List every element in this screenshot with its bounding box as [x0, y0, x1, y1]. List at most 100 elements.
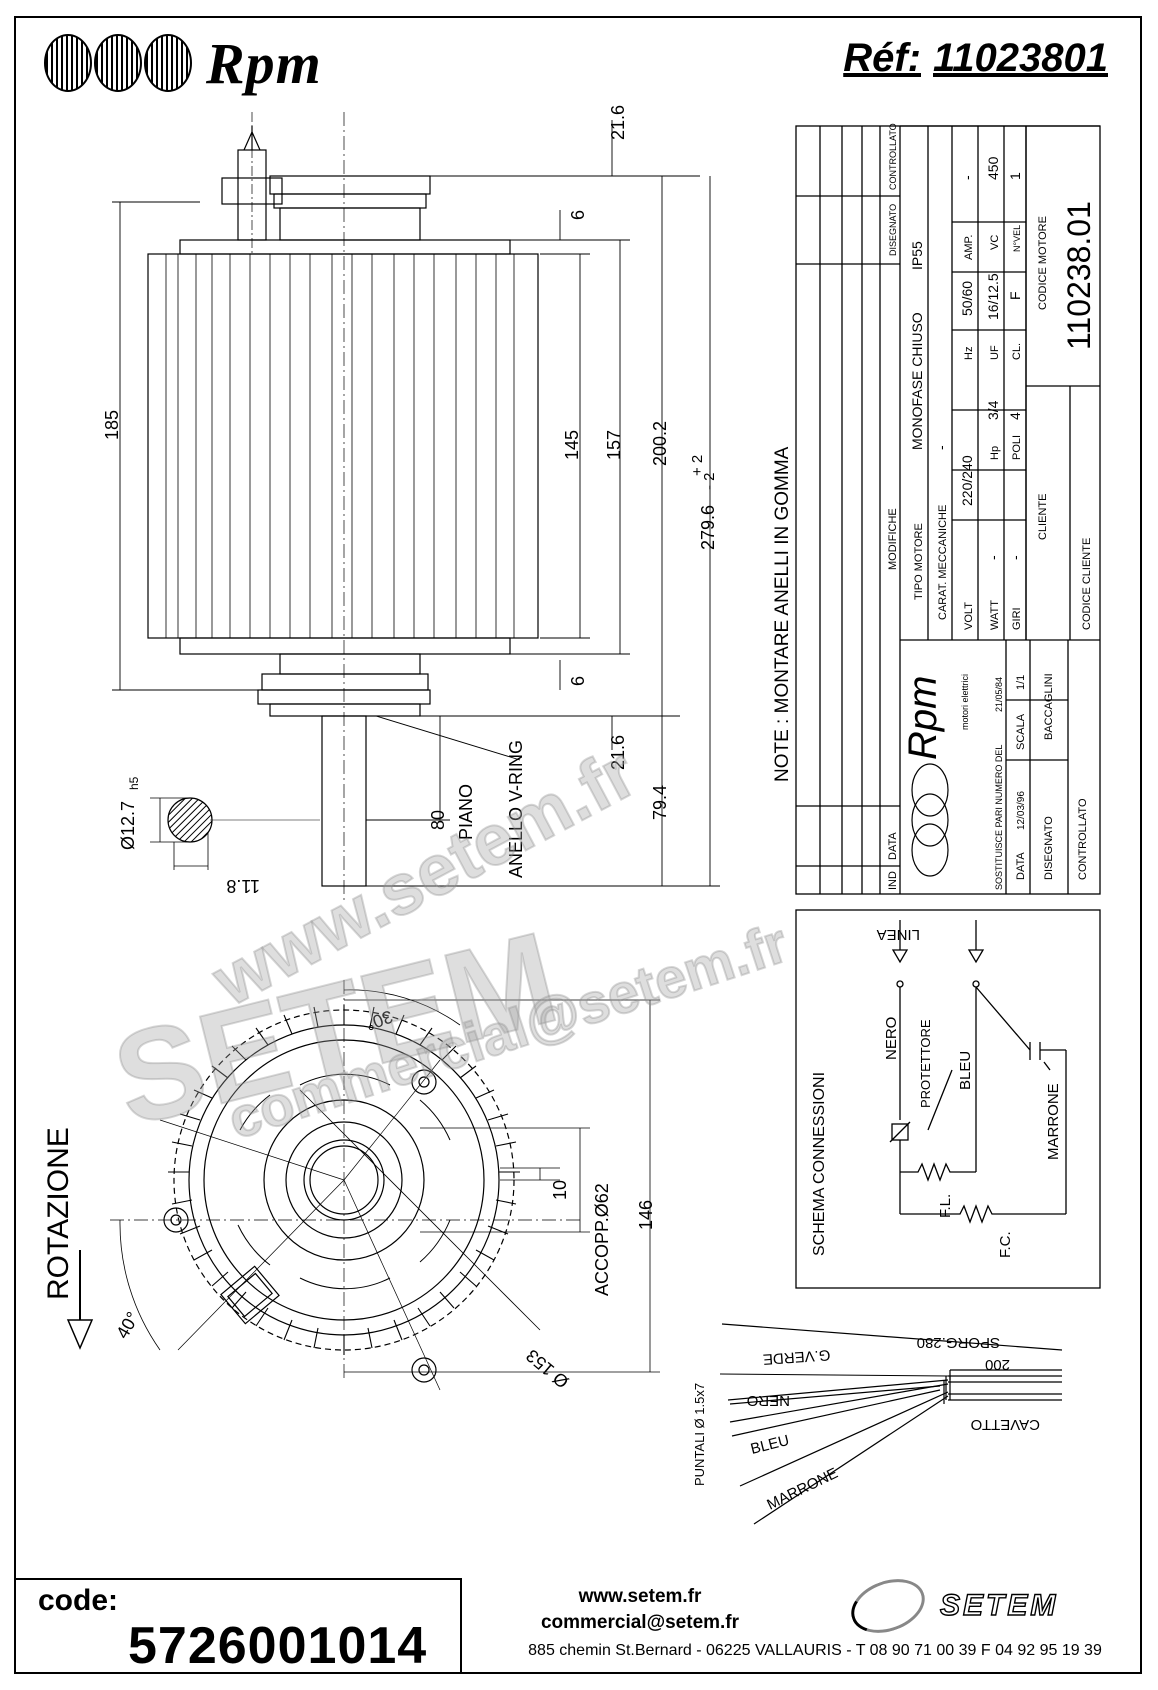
shaft-fit: h5: [127, 776, 141, 790]
radial-fins: [168, 1005, 520, 1355]
setem-logo-text: SETEM: [939, 1588, 1059, 1622]
brand-name: Rpm: [206, 30, 322, 96]
dim-6-top: 6: [568, 210, 588, 220]
schema-title: SCHEMA CONNESSIONI: [811, 1072, 828, 1256]
footer-contact: www.setem.fr commercial@setem.fr: [470, 1584, 810, 1636]
tb-tipo-motore-label: TIPO MOTORE: [913, 523, 925, 600]
tb-cl-label: CL.: [1011, 343, 1023, 360]
tb-vc-label: VC: [989, 235, 1001, 250]
tb-codice-motore-label: CODICE MOTORE: [1037, 216, 1049, 310]
tb-giri-label: GIRI: [1011, 607, 1023, 630]
tb-sostituisce-value: 21/05/84: [994, 677, 1004, 712]
tb-sostituisce-label: SOSTITUISCE PARI NUMERO DEL: [994, 745, 1004, 890]
tb-scala-value: 1/1: [1015, 675, 1027, 690]
cable-cavetto: CAVETTO: [971, 1416, 1040, 1433]
tb-watt-label: WATT: [989, 600, 1001, 630]
rotation-arrow-icon: [66, 1250, 94, 1350]
reference-number: Réf:11023801: [831, 36, 1108, 81]
cable-marrone: MARRONE: [764, 1465, 840, 1514]
sheet-border: [14, 16, 1142, 1674]
ref-label: Réf:: [843, 36, 921, 80]
dim-10: 10: [550, 1180, 570, 1200]
tb-volt-value: 220/240: [959, 455, 975, 506]
setem-swoosh-icon: [843, 1569, 933, 1643]
schema-bleu: BLEU: [957, 1051, 974, 1090]
tb-hp-label: Hp: [989, 446, 1001, 460]
coil-logo-icon: [44, 34, 192, 92]
tb-codice-motore-value: 110238.01: [1061, 201, 1097, 350]
tb-watt-value: -: [985, 555, 1001, 560]
product-code-box: code: 5726001014: [14, 1578, 462, 1675]
dim-200-2: 200.2: [650, 421, 670, 466]
angle-40: 40°: [112, 1308, 143, 1342]
code-value: 5726001014: [128, 1617, 428, 1675]
setem-logo: SETEM: [843, 1569, 1130, 1643]
schema-protettore: PROTETTORE: [918, 1019, 933, 1108]
cable-diagram: [719, 1323, 1063, 1525]
dim-279-6: 279.6: [698, 505, 718, 550]
tb-tipo-motore-value: MONOFASE CHIUSO: [909, 312, 925, 450]
code-label: code:: [38, 1584, 119, 1617]
dim-146: 146: [636, 1200, 656, 1230]
tb-giri-value: -: [1007, 555, 1023, 560]
tb-volt-label: VOLT: [963, 602, 975, 630]
schema-nero: NERO: [883, 1017, 900, 1060]
dim-tolerance-plus: + 2: [689, 455, 706, 476]
tb-data-label: DATA: [1015, 852, 1027, 880]
tb-codice-cliente-label: CODICE CLIENTE: [1081, 538, 1093, 630]
schema-fl: F.L.: [937, 1194, 954, 1218]
tb-cl-value: F: [1007, 291, 1023, 300]
tb-disegnato-value: BACCAGLINI: [1043, 673, 1055, 740]
dim-tolerance-minus: - 2: [701, 472, 718, 490]
tb-col-data: DATA: [887, 832, 899, 860]
tb-uf-label: UF: [989, 345, 1001, 360]
tb-col-disegnato: DISEGNATO: [888, 204, 898, 256]
dim-153: Ø 153: [522, 1345, 572, 1392]
tb-uf-value: 16/12.5: [985, 273, 1001, 320]
tb-col-ind: IND: [887, 871, 899, 890]
tb-data-value: 12/03/96: [1016, 791, 1027, 830]
tb-poli-label: POLI: [1011, 435, 1023, 460]
motor-front-view: [110, 980, 660, 1391]
title-block-grid: [795, 125, 1101, 895]
cable-sporg: SPORG.280: [917, 1334, 1000, 1351]
tb-carat-value: -: [933, 445, 949, 450]
shaft-flat-dim: 11.8: [226, 876, 260, 896]
tb-vc-value: 450: [985, 156, 1001, 180]
tb-col-modifiche: MODIFICHE: [887, 508, 899, 570]
schema-marrone: MARRONE: [1045, 1083, 1062, 1160]
motor-side-view: [147, 112, 539, 900]
dim-79-4: 79.4: [650, 785, 670, 820]
label-piano: PIANO: [456, 784, 476, 840]
cable-nero: NERO: [747, 1392, 790, 1409]
cable-len-200: 200: [985, 1356, 1010, 1373]
tb-amp-value: -: [959, 175, 975, 180]
dim-145: 145: [562, 430, 582, 460]
tb-amp-label: AMP.: [963, 235, 975, 260]
brand-logo: Rpm: [44, 28, 322, 98]
cooling-fins: [165, 254, 515, 638]
tb-hp-value: 3/4: [985, 400, 1001, 420]
tb-col-controllato: CONTROLLATO: [888, 123, 898, 190]
title-block-logo-coils-icon: [911, 763, 949, 877]
tb-hz-value: 50/60: [959, 281, 975, 316]
wiring-schema: [795, 909, 1101, 1289]
dim-185: 185: [102, 410, 122, 440]
tb-nvel-value: 1: [1007, 172, 1023, 180]
footer-email-link[interactable]: commercial@setem.fr: [540, 1612, 740, 1633]
label-anello-v-ring: ANELLO V-RING: [506, 740, 526, 878]
dim-accopp-62: ACCOPP.Ø62: [592, 1183, 612, 1296]
tb-poli-value: 4: [1007, 412, 1023, 420]
dim-21-6-top: 21.6: [608, 105, 628, 140]
cable-bleu: BLEU: [749, 1432, 791, 1458]
schema-fc: F.C.: [997, 1231, 1014, 1258]
footer-website-link[interactable]: www.setem.fr: [578, 1586, 702, 1607]
shaft-section-detail: [150, 797, 320, 870]
dim-6-bottom: 6: [568, 676, 588, 686]
tb-logo-sub: motori elettrici: [960, 674, 970, 730]
label-rotazione: ROTAZIONE: [42, 1127, 75, 1300]
tb-protection: IP55: [909, 241, 925, 270]
cable-g-verde: G.VERDE: [762, 1346, 831, 1368]
schema-linea: LINEA: [877, 926, 920, 943]
